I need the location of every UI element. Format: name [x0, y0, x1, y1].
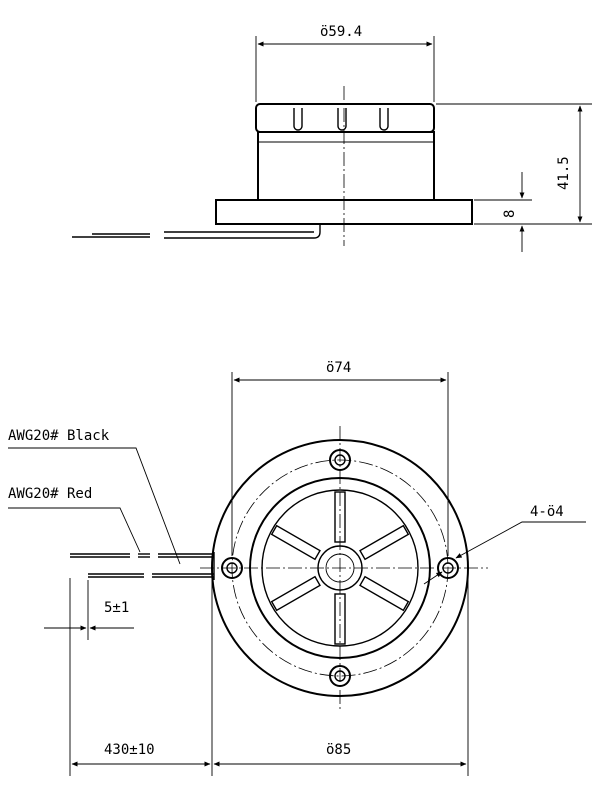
cap-slots — [293, 108, 389, 131]
dim-top-diameter: ö59.4 — [320, 24, 362, 40]
wire-black-label: AWG20# Black — [8, 428, 110, 444]
dim-mounting-holes: 4-ö4 — [530, 504, 564, 520]
dim-wire-length: 430±10 — [104, 742, 155, 758]
dim-wire-strip: 5±1 — [104, 600, 129, 616]
dim-total-height: 41.5 — [556, 156, 572, 190]
dim-bolt-circle: ö74 — [326, 360, 351, 376]
side-wires — [72, 224, 321, 239]
plan-wires — [70, 552, 215, 580]
spokes — [270, 491, 410, 645]
dim-flange-diameter: ö85 — [326, 742, 351, 758]
side-view: ö59.4 41.5 8 — [72, 24, 592, 252]
wire-red-label: AWG20# Red — [8, 486, 92, 502]
plan-view: AWG20# Black AWG20# Red ö74 ö85 430±10 5… — [8, 360, 586, 776]
dim-flange-thickness: 8 — [502, 210, 518, 218]
